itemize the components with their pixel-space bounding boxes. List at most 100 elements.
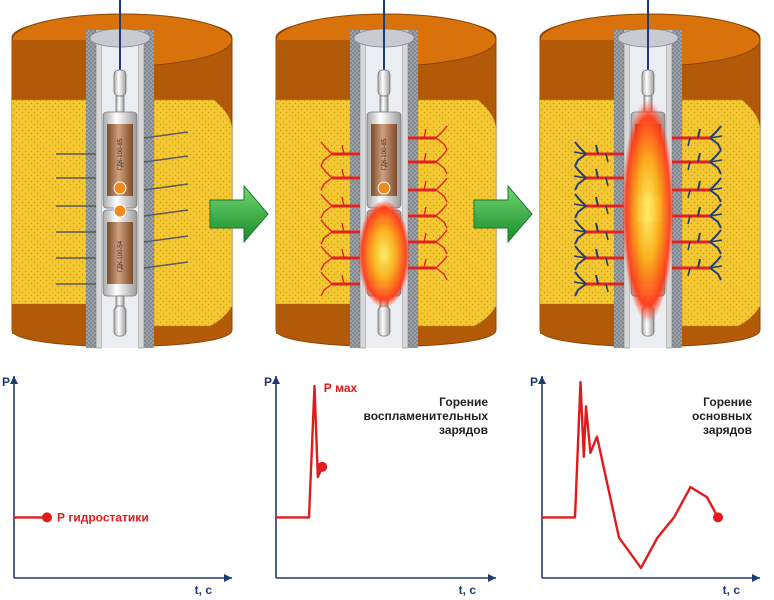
crack-left-branch <box>320 141 345 167</box>
rock-upper-left <box>540 40 614 98</box>
crack-right-branch <box>423 125 448 151</box>
reservoir-left <box>539 99 617 305</box>
crack-left-branch2 <box>573 175 609 187</box>
crack-right-branch <box>697 203 722 229</box>
crack-left-branch2 <box>573 151 609 163</box>
perforation-right <box>143 183 189 191</box>
stage-arrow-1 <box>209 184 269 244</box>
pressure-graph-2: Pt, c Р махГорениевоспламенительныхзарядо… <box>264 375 496 597</box>
lower-charge <box>107 222 133 284</box>
casing-left <box>95 29 103 349</box>
y-axis-label: P <box>530 375 538 389</box>
perforation-right <box>143 131 189 139</box>
company-logo-icon <box>377 181 391 195</box>
graph-note-line: Горение <box>703 395 752 409</box>
crack-right-branch <box>423 203 448 229</box>
rock-lower-left <box>540 304 616 334</box>
crack-left-branch <box>574 245 599 271</box>
crack-left-branch <box>320 193 345 219</box>
lower-charge-label: ГДК-100-54 <box>118 240 124 272</box>
burning-lower-charge <box>358 200 410 308</box>
cement-left <box>614 30 624 348</box>
cement-left <box>350 30 360 348</box>
crack-right-branch2 <box>687 159 723 171</box>
x-axis-arrow-icon <box>752 574 760 582</box>
cement-left <box>86 30 96 348</box>
rock-upper-left <box>12 40 86 98</box>
reservoir-left <box>275 99 353 305</box>
crack-left-branch <box>320 219 345 245</box>
crack-right-branch <box>423 229 448 255</box>
x-axis-arrow-icon <box>224 574 232 582</box>
graph-note-line: зарядов <box>439 423 488 437</box>
tool-nose <box>377 305 391 337</box>
crack-left-branch <box>320 245 345 271</box>
crack-right-branch <box>697 255 722 281</box>
marker-label: Р мах <box>324 381 358 395</box>
tool-head <box>377 69 391 97</box>
stage-arrow-2 <box>473 184 533 244</box>
reservoir-right <box>681 99 761 327</box>
perforation-right <box>143 261 189 269</box>
reservoir-right <box>153 99 233 327</box>
graph-note-line: зарядов <box>703 423 752 437</box>
rock-lower-left <box>12 304 88 334</box>
tool-nose <box>113 305 127 337</box>
y-axis-label: P <box>2 375 10 389</box>
perforation-right <box>143 235 189 243</box>
crack-right-branch <box>423 255 448 281</box>
crack-left-branch <box>574 193 599 219</box>
crack-right-branch <box>697 229 722 255</box>
rock-lower-left <box>276 304 352 334</box>
company-logo-icon <box>113 181 127 195</box>
y-axis-arrow-icon <box>272 376 280 384</box>
x-axis-label: t, c <box>195 583 213 597</box>
graph-note-line: воспламенительных <box>363 409 488 423</box>
x-axis-arrow-icon <box>488 574 496 582</box>
crack-left-branch2 <box>573 281 609 293</box>
perforation-right <box>143 155 189 163</box>
crack-left-branch2 <box>573 203 609 215</box>
y-axis-arrow-icon <box>538 376 546 384</box>
pressure-graph-1: Pt, cР гидростатики <box>2 375 232 597</box>
crack-left-branch2 <box>573 255 609 267</box>
burning-full-charge <box>622 100 674 322</box>
crack-left-branch <box>574 165 599 191</box>
perforation-right <box>143 209 189 217</box>
crack-left-branch <box>574 271 599 297</box>
crack-left-branch <box>574 219 599 245</box>
rock-upper-left <box>276 40 350 98</box>
tool-head <box>113 69 127 97</box>
crack-left-branch <box>320 165 345 191</box>
reservoir-left <box>11 99 89 305</box>
tool-neck <box>115 95 125 113</box>
curve-end-marker <box>317 461 328 472</box>
upper-charge-label: ГДК-100-85 <box>382 138 388 170</box>
pressure-curve <box>542 380 720 570</box>
curve-end-marker <box>42 512 52 523</box>
crack-right-branch <box>697 125 722 151</box>
casing-right <box>137 29 145 349</box>
crack-right-branch <box>423 149 448 175</box>
company-logo-icon <box>113 204 127 218</box>
graph-note-line: основных <box>692 409 752 423</box>
graph-note-line: Горение <box>439 395 488 409</box>
y-axis-arrow-icon <box>10 376 18 384</box>
crack-right-branch <box>697 149 722 175</box>
upper-charge-label: ГДК-100-85 <box>118 138 124 170</box>
crack-right-branch <box>697 177 722 203</box>
crack-right-branch2 <box>687 135 723 147</box>
crack-left-branch <box>320 271 345 297</box>
crack-right-branch2 <box>687 213 723 225</box>
crack-right-branch2 <box>687 239 723 251</box>
crack-right-branch <box>423 177 448 203</box>
x-axis-label: t, c <box>459 583 477 597</box>
curve-end-marker <box>713 512 723 523</box>
crack-left-branch2 <box>573 229 609 241</box>
x-axis-label: t, c <box>723 583 741 597</box>
y-axis-label: P <box>264 375 272 389</box>
